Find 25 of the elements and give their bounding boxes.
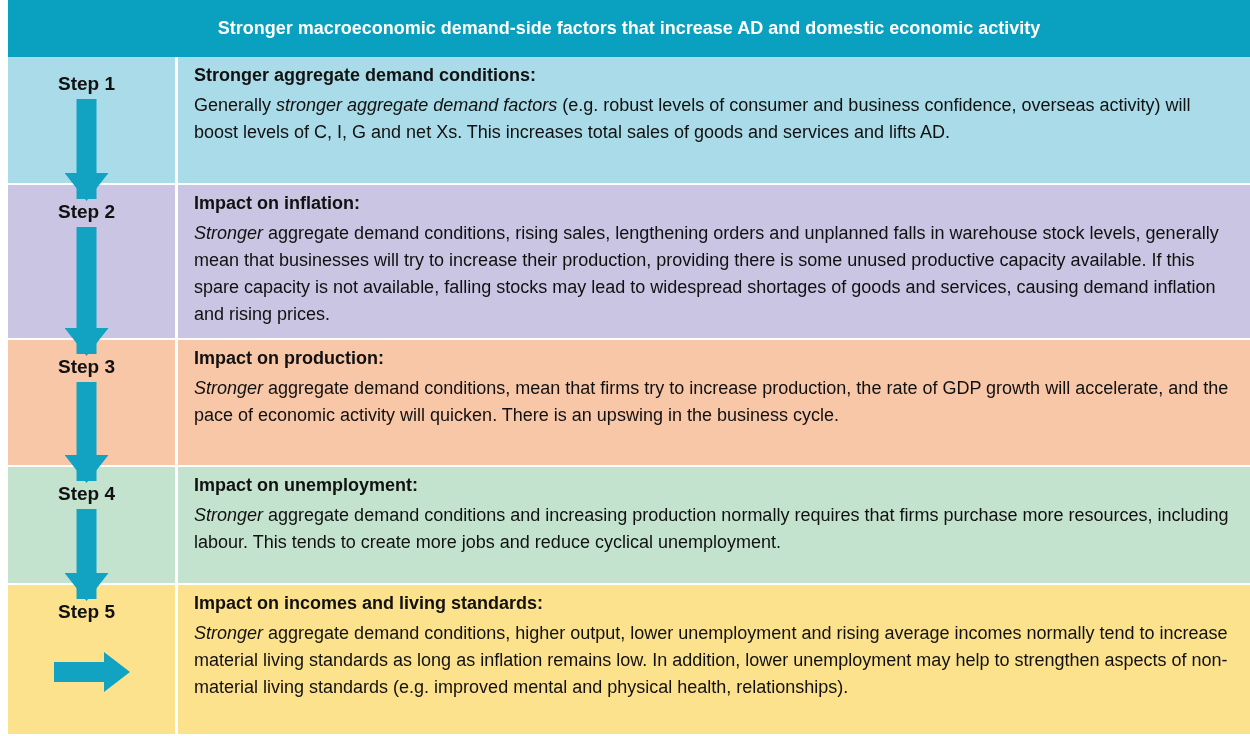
step-panel — [178, 467, 1250, 583]
step-heading: Impact on inflation: — [194, 193, 361, 214]
step-label: Step 5 — [58, 601, 116, 623]
step-heading: Impact on unemployment: — [194, 475, 419, 496]
arrow — [64, 382, 109, 483]
step-label: Step 2 — [58, 201, 116, 223]
step-label: Step 1 — [58, 73, 116, 95]
step-heading: Impact on production: — [194, 348, 385, 369]
arrow — [64, 99, 109, 201]
step-description: Stronger aggregate demand conditions, mean that firms try to increase production, the rate of GDP growth will accelerate, and the pace of economic activity will quicken. There is an upswing in the business cycle. — [194, 377, 1230, 427]
step-heading: Stronger aggregate demand conditions: — [194, 65, 538, 86]
arrow — [64, 227, 109, 356]
step-description: Generally stronger aggregate demand factors (e.g. robust levels of consumer and business confidence, overseas activity) will boost levels of C, I, G and net Xs. This increases total sales of goods and services and lifts AD. — [194, 94, 1192, 144]
step-panel — [178, 585, 1250, 734]
step-heading: Impact on incomes and living standards: — [194, 593, 545, 614]
step-description: Stronger aggregate demand conditions, rising sales, lengthening orders and unplanned falls in warehouse stock levels, generally mean that businesses will try to increase their production, providing there is some unused productive capacity available. If this spare capacity is not available, falling stocks may lead to widespread shortages of goods and services, causing demand inflation and rising prices. — [194, 222, 1220, 326]
arrow — [64, 509, 109, 601]
step-label: Step 3 — [58, 356, 116, 378]
title-banner: Stronger macroeconomic demand-side factors that increase AD and domestic economic activity — [8, 0, 1250, 57]
step-label: Step 4 — [58, 483, 116, 505]
step-description: Stronger aggregate demand conditions and increasing production normally requires that firms purchase more resources, including labour. This tends to create more jobs and reduce cyclical unemployment. — [194, 504, 1230, 554]
step-description: Stronger aggregate demand conditions, higher output, lower unemployment and rising average incomes normally tend to increase material living standards as long as inflation remains low. In addition, lower unemployment may help to strengthen aspects of non-material living standards (e.g. improved mental and physical health, relationships). — [194, 622, 1229, 699]
step-panel — [178, 340, 1250, 465]
step-panel — [178, 57, 1250, 183]
step-panel — [178, 185, 1250, 338]
